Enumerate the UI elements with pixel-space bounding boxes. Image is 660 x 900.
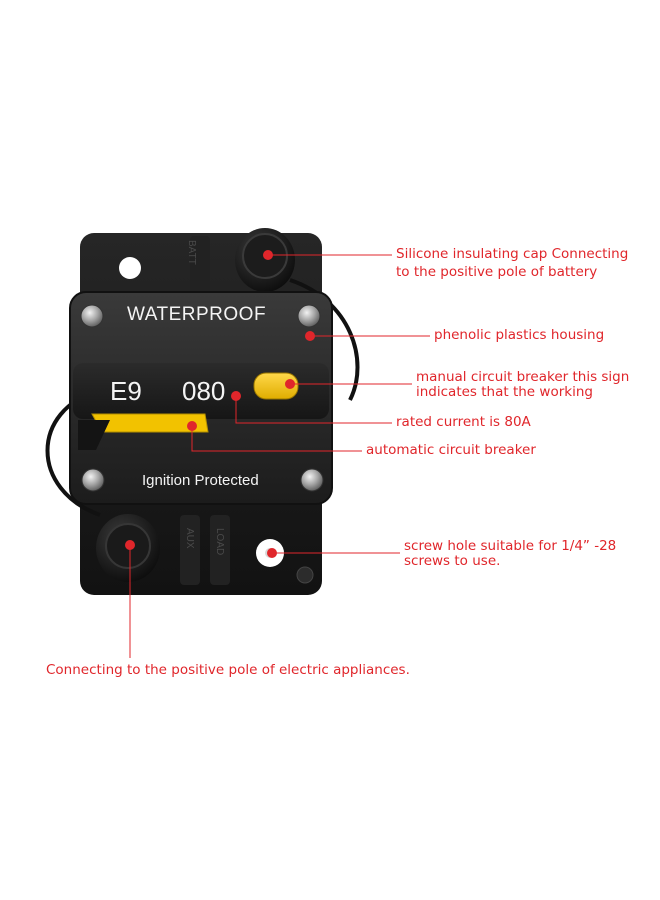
annotation-screw: screw hole suitable for 1/4” -28 screws … [404,539,616,569]
annotation-cap-line2: to the positive pole of battery [396,264,598,280]
screw-bottom-right [300,468,324,492]
mounting-hole-top [119,257,141,279]
terminal-aux-label: AUX [184,528,195,549]
annotation-automatic: automatic circuit breaker [366,442,536,458]
model-label: E9 [110,376,142,406]
annotation-cap: Silicone insulating cap Connecting to th… [396,247,628,280]
marker-automatic [187,421,197,431]
waterproof-label: WATERPROOF [127,304,267,325]
annotation-manual: manual circuit breaker this sign indicat… [416,370,629,400]
ignition-label: Ignition Protected [142,472,259,489]
marker-housing [305,331,315,341]
terminal-post-bottom-left [180,515,200,585]
lever-shadow [78,420,110,450]
annotation-housing: phenolic plastics housing [434,327,605,343]
annotation-rated: rated current is 80A [396,414,531,430]
manual-reset-button [253,372,299,400]
marker-manual [285,379,295,389]
screw-top-left [80,304,104,328]
marker-rated [231,391,241,401]
screw-bottom-left [81,468,105,492]
marker-appliances [125,540,135,550]
leader-automatic [191,426,362,452]
terminal-post-bottom-right [210,515,230,585]
cap-strap-right [289,278,360,401]
terminal-top-label: BATT [186,240,197,265]
annotation-cap-line1: Silicone insulating cap Connecting [396,246,629,262]
screw-top-right [297,304,321,328]
annotation-screw-line1: screw hole suitable for 1/4” -28 [404,538,617,554]
terminal-post-top [190,236,210,296]
leader-rated [235,396,392,424]
annotation-manual-line2: indicates that the working [416,384,593,400]
annotation-appliances: Connecting to the positive pole of elect… [46,662,410,678]
terminal-load-label: LOAD [214,528,225,556]
annotation-manual-line1: manual circuit breaker this sign [416,369,630,385]
marker-cap [263,250,273,260]
rating-label: 080 [182,376,226,406]
annotation-screw-line2: screws to use. [404,553,501,569]
marker-screw [267,548,277,558]
small-screw-bottom [296,566,314,584]
